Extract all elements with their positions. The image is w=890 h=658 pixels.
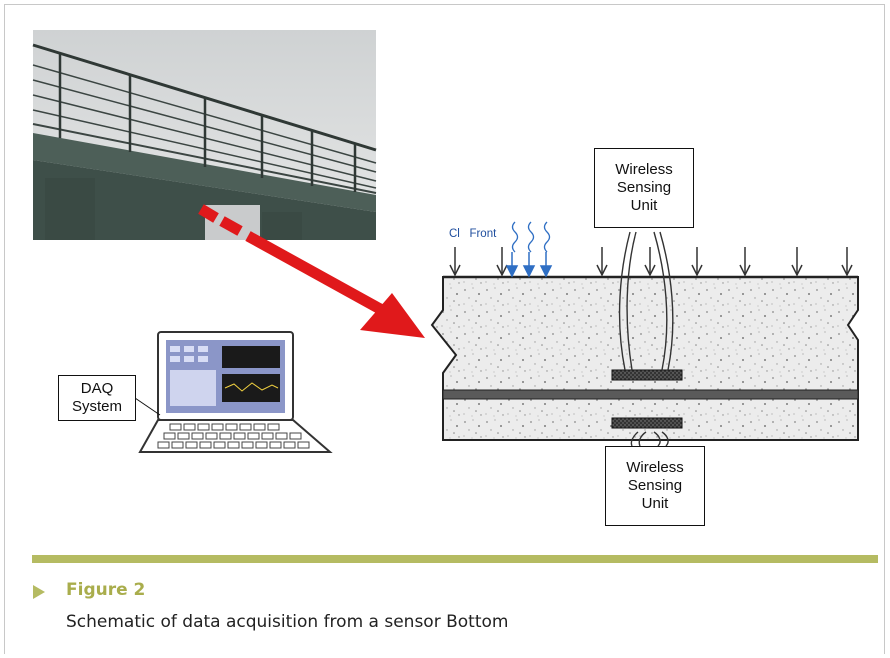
figure-diagram <box>32 30 859 453</box>
figure-frame <box>4 4 885 654</box>
laptop-icon <box>138 331 333 453</box>
arrow-icon <box>198 204 425 338</box>
chloride-arrow-icon <box>505 252 553 278</box>
rebar <box>442 389 859 400</box>
figure-title: Figure 2 <box>66 580 146 600</box>
wireless-sensing-unit-top: Wireless Sensing Unit <box>594 148 694 228</box>
figure-caption: Schematic of data acquisition from a sen… <box>66 612 509 632</box>
concrete-deck <box>430 275 859 441</box>
sensor-cable <box>618 231 674 447</box>
wave-icon <box>511 221 551 253</box>
caret-icon <box>33 585 45 599</box>
daq-connector <box>134 397 161 416</box>
load-arrow-icon <box>449 247 853 277</box>
sensor-pad <box>611 369 683 429</box>
chloride-front-label: Cl Front <box>449 228 497 240</box>
daq-system-label: DAQ System <box>58 375 136 421</box>
wireless-sensing-unit-bottom: Wireless Sensing Unit <box>605 446 705 526</box>
bridge-photo <box>32 30 377 240</box>
accent-rule <box>32 555 878 563</box>
